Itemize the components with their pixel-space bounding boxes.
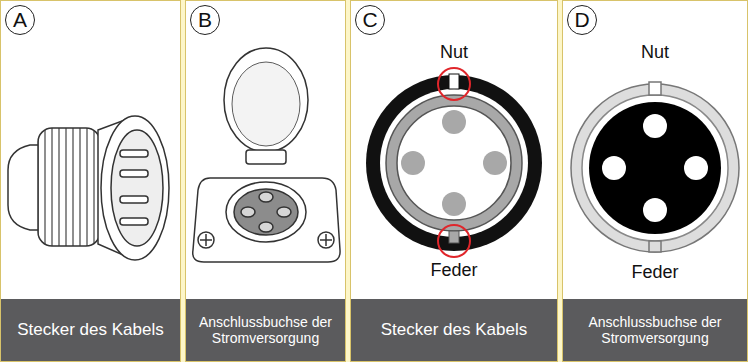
feature-label: Nut <box>641 42 669 63</box>
panel-caption: Stecker des Kabels <box>381 320 527 340</box>
caption-band: Stecker des Kabels <box>351 299 557 361</box>
panel-letter: D <box>567 5 597 35</box>
feature-label: Nut <box>440 42 468 63</box>
panel-letter: A <box>5 5 35 35</box>
panel-letter: C <box>355 5 385 35</box>
caption-band: Anschlussbuchse der Stromversorgung <box>186 299 345 361</box>
caption-band: Stecker des Kabels <box>1 299 180 361</box>
panel-caption: Anschlussbuchse der Stromversorgung <box>563 314 747 346</box>
panel-letter-text: D <box>574 8 589 32</box>
panel-caption: Anschlussbuchse der Stromversorgung <box>186 314 345 346</box>
figure-panel: Stecker des Kabels A <box>0 0 181 362</box>
feature-label: Feder <box>631 262 678 283</box>
panel-letter-text: C <box>362 8 377 32</box>
panel-caption: Stecker des Kabels <box>17 320 163 340</box>
panel-letter: B <box>190 5 220 35</box>
figure-panel: Anschlussbuchse der Stromversorgung B <box>185 0 346 362</box>
caption-band: Anschlussbuchse der Stromversorgung <box>563 299 747 361</box>
feature-label: Feder <box>430 260 477 281</box>
panel-letter-text: B <box>198 8 212 32</box>
panel-letter-text: A <box>13 8 27 32</box>
